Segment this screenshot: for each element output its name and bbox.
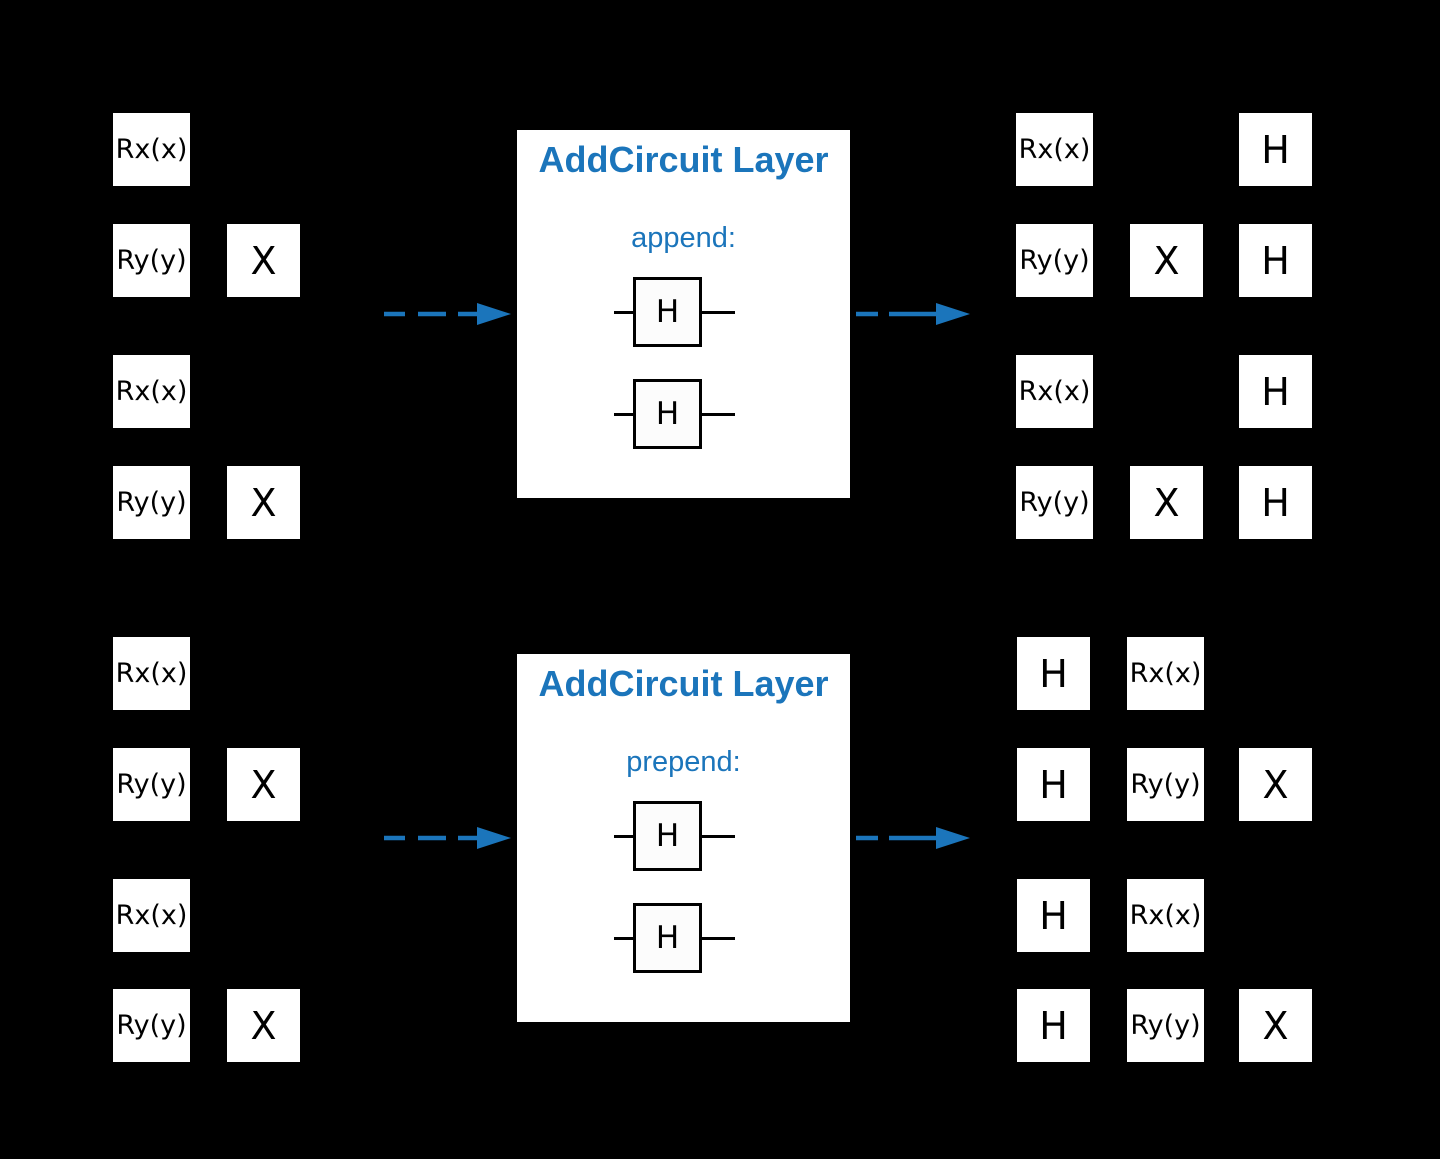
prepend-circuit-line-1: H — [614, 801, 735, 871]
flow-arrow-top-in-icon — [384, 303, 511, 325]
addcircuit-panel-prepend: AddCircuit Layer prepend: H H — [517, 654, 850, 1022]
wire-right — [702, 936, 735, 940]
gate-ry: Ry(y) — [113, 748, 190, 821]
gate-ry: Ry(y) — [1127, 989, 1204, 1062]
gate-ry: Ry(y) — [113, 466, 190, 539]
wire-left — [614, 310, 633, 314]
append-circuit-line-1: H — [614, 277, 735, 347]
gate-ry: Ry(y) — [1016, 224, 1093, 297]
gate-h: H — [1017, 879, 1090, 952]
wire-left — [614, 412, 633, 416]
flow-arrow-bottom-in-icon — [384, 827, 511, 849]
gate-x: X — [227, 748, 300, 821]
h-gate: H — [633, 379, 702, 449]
h-gate: H — [633, 277, 702, 347]
panel-title: AddCircuit Layer — [538, 139, 829, 180]
h-gate: H — [633, 903, 702, 973]
gate-rx: Rx(x) — [113, 113, 190, 186]
gate-h: H — [1017, 748, 1090, 821]
gate-rx: Rx(x) — [113, 355, 190, 428]
wire-right — [702, 834, 735, 838]
gate-rx: Rx(x) — [1016, 113, 1093, 186]
wire-left — [614, 936, 633, 940]
gate-ry: Ry(y) — [1016, 466, 1093, 539]
gate-x: X — [227, 989, 300, 1062]
wire-right — [702, 310, 735, 314]
append-circuit-line-2: H — [614, 379, 735, 449]
gate-rx: Rx(x) — [1016, 355, 1093, 428]
gate-rx: Rx(x) — [1127, 637, 1204, 710]
panel-operation-label: prepend: — [626, 746, 741, 778]
gate-h: H — [1239, 466, 1312, 539]
gate-x: X — [227, 466, 300, 539]
flow-arrow-bottom-out-icon — [856, 827, 970, 849]
gate-ry: Ry(y) — [113, 989, 190, 1062]
gate-rx: Rx(x) — [113, 879, 190, 952]
flow-arrow-top-out-icon — [856, 303, 970, 325]
gate-h: H — [1017, 637, 1090, 710]
panel-title: AddCircuit Layer — [538, 663, 829, 704]
wire-left — [614, 834, 633, 838]
gate-rx: Rx(x) — [113, 637, 190, 710]
gate-ry: Ry(y) — [113, 224, 190, 297]
gate-h: H — [1017, 989, 1090, 1062]
gate-x: X — [1130, 224, 1203, 297]
gate-h: H — [1239, 224, 1312, 297]
gate-h: H — [1239, 355, 1312, 428]
gate-rx: Rx(x) — [1127, 879, 1204, 952]
wire-right — [702, 412, 735, 416]
gate-x: X — [227, 224, 300, 297]
panel-operation-label: append: — [631, 222, 736, 254]
prepend-circuit-line-2: H — [614, 903, 735, 973]
addcircuit-panel-append: AddCircuit Layer append: H H — [517, 130, 850, 498]
gate-x: X — [1130, 466, 1203, 539]
gate-x: X — [1239, 989, 1312, 1062]
gate-x: X — [1239, 748, 1312, 821]
gate-h: H — [1239, 113, 1312, 186]
gate-ry: Ry(y) — [1127, 748, 1204, 821]
h-gate: H — [633, 801, 702, 871]
